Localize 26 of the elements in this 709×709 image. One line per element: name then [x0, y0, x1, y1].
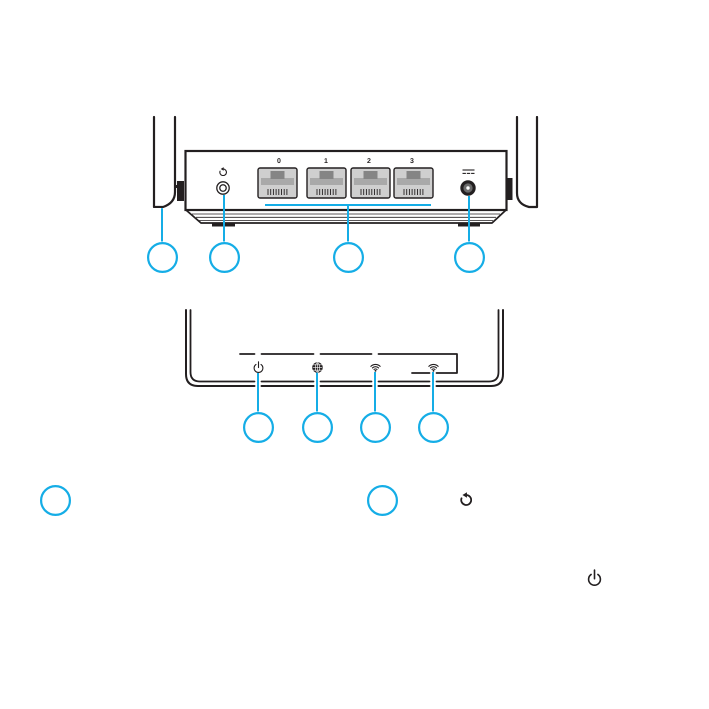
wifi-icon [428, 363, 438, 372]
callout-circle [242, 412, 274, 442]
callout-circle [146, 242, 178, 272]
leader-line [468, 196, 470, 242]
power-jack [460, 180, 476, 196]
leader-line [257, 373, 259, 412]
callout-circle [418, 412, 448, 442]
callout-circle [40, 484, 70, 516]
globe-icon [312, 362, 322, 372]
wifi-icon [370, 363, 380, 372]
leader-line [347, 206, 349, 242]
antenna [150, 115, 187, 208]
callout-circle [454, 242, 484, 272]
leader-line [223, 195, 225, 242]
callout-circle [332, 242, 364, 272]
callout-circle [208, 242, 240, 272]
leader-line [316, 372, 318, 412]
ethernet-ports [256, 166, 436, 206]
callout-circle [360, 412, 390, 442]
reset-button [216, 181, 230, 195]
leader-line [374, 372, 376, 412]
leader-line [161, 208, 163, 242]
power-icon [252, 361, 264, 373]
leader-line [432, 372, 434, 412]
callout-circle [302, 412, 332, 442]
callout-circle [366, 484, 398, 516]
